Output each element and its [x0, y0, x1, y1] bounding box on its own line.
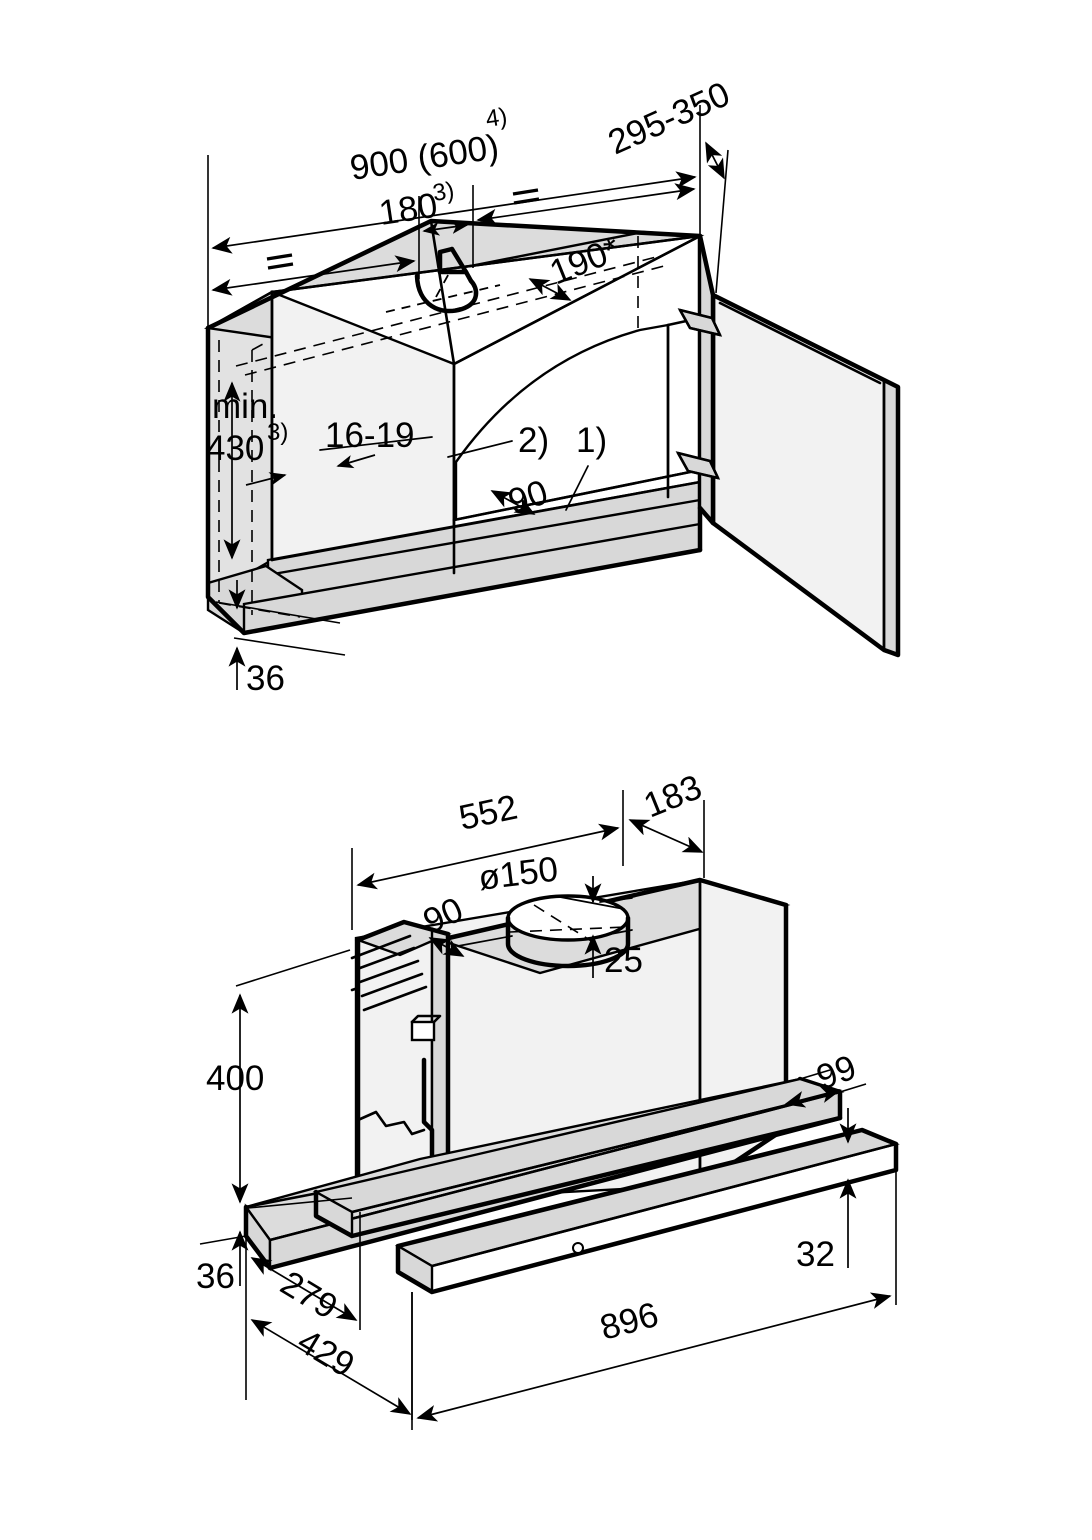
- dim-line-panel-thickness-a: [245, 472, 287, 486]
- motor-rib-1: [358, 934, 412, 957]
- cutout-centreline-horizontal: [385, 284, 501, 313]
- top-panel-hidden-line-b: [244, 264, 669, 376]
- motor-latch-top: [410, 1014, 442, 1024]
- dim-base-height: 36: [196, 1257, 235, 1296]
- dim-body-height: 400: [206, 1059, 264, 1098]
- callout-note-2: 2): [518, 421, 549, 460]
- motor-latch: [410, 1020, 436, 1042]
- motor-rib-4: [360, 972, 424, 998]
- dim-depth-range: 295-350: [602, 74, 735, 162]
- duct-spigot-body: [505, 915, 631, 969]
- dim-duct-diameter: ø150: [476, 850, 560, 898]
- equal-mark-left: [266, 253, 294, 270]
- ext-lower-36-a: [199, 1235, 247, 1245]
- dim-body-width: 552: [456, 788, 521, 838]
- cutout-centreline-vertical: [435, 267, 453, 298]
- side-panel-hidden-c: [251, 343, 264, 351]
- cabinet-door-panel: [711, 293, 886, 653]
- dim-centre-width: 180: [376, 186, 440, 233]
- cabinet-hood-top-edge: [452, 234, 702, 366]
- dim-line-side-offset: [628, 819, 704, 853]
- ext-upper-depth-right: [715, 149, 729, 294]
- lower-figure-hood: 552 183 ø150 90 25 400 36: [196, 767, 900, 1430]
- upper-figure-cabinet: 900 (600) 4) 180 3) 295-350 190: [203, 74, 901, 698]
- dim-panel-thickness: 16-19: [325, 416, 415, 455]
- dim-line-body-width: [356, 823, 620, 890]
- motor-rib-2: [358, 946, 416, 970]
- motor-lower-step: [356, 1110, 426, 1136]
- top-panel-hidden-line-a: [235, 255, 661, 367]
- ext-plinth-b: [233, 637, 346, 656]
- dim-height-min-superscript: 3): [267, 419, 288, 446]
- top-panel-cutout-arc: [414, 273, 479, 314]
- dim-leader-duct-from-edge: [457, 935, 513, 947]
- equal-mark-right: [512, 188, 540, 205]
- dim-front-depth: 279: [274, 1263, 344, 1327]
- dim-line-total-depth: [250, 1319, 412, 1415]
- callout-note-1: 1): [576, 421, 607, 460]
- door-hinge-lower-outline: [676, 451, 720, 480]
- hood-rail-lower-hole: [572, 1242, 584, 1254]
- duct-spigot-rim: [506, 894, 630, 942]
- ext-400-top: [235, 949, 351, 987]
- dim-line-equal-right: [476, 183, 696, 226]
- cabinet-outline-left: [205, 325, 703, 636]
- dim-front-panel-height: 32: [796, 1235, 835, 1274]
- dim-height-min-prefix: min.: [212, 387, 278, 426]
- dim-overall-width: 900 (600): [347, 127, 501, 188]
- cabinet-door-bevel-top: [718, 301, 882, 385]
- hood-curve-silhouette: [454, 323, 670, 523]
- dim-line-total-width: [416, 1292, 892, 1422]
- ext-25-b: [599, 929, 633, 937]
- dim-line-duct-from-edge: [428, 937, 465, 957]
- callout-leader-2: [447, 440, 513, 458]
- dim-side-offset: 183: [638, 767, 707, 825]
- dim-centre-width-superscript: 3): [431, 177, 456, 207]
- ext-99-b: [839, 1083, 867, 1093]
- dim-total-width: 896: [596, 1295, 663, 1348]
- motor-rib-notch-2: [350, 986, 360, 992]
- callout-leader-1: [565, 465, 589, 511]
- cabinet-back-bottom-edge: [270, 480, 702, 562]
- cabinet-side-top-edge: [206, 290, 274, 330]
- dim-line-front-depth: [250, 1257, 358, 1321]
- cabinet-door-stile-outline: [697, 233, 716, 526]
- ext-25-a: [599, 897, 633, 903]
- ext-99-a: [799, 1069, 831, 1080]
- dim-total-depth: 429: [291, 1321, 361, 1385]
- dim-overall-width-superscript: 4): [484, 103, 509, 133]
- hood-rail-upper-edge: [350, 1090, 842, 1214]
- hood-rail-lower-edge: [430, 1142, 898, 1268]
- dim-plinth: 36: [246, 659, 285, 698]
- dim-leader-panel-thickness: [319, 436, 433, 451]
- motor-rib-notch: [350, 953, 362, 960]
- hood-rail-upper-outline: [313, 1115, 843, 1239]
- motor-rib-3: [358, 959, 420, 984]
- dim-duct-from-back: 25: [604, 941, 643, 980]
- dim-line-centre-width: [422, 220, 469, 236]
- dim-height-min-value: 430: [206, 429, 264, 468]
- dim-line-panel-thickness-b: [336, 454, 376, 469]
- door-hinge-upper-outline: [678, 308, 722, 337]
- dim-line-duct-offset: [528, 278, 572, 301]
- ext-lower-400-a: [247, 1197, 353, 1209]
- dim-line-equal-left: [211, 255, 416, 296]
- dim-line-front-panel-depth: [784, 1086, 842, 1108]
- motor-rib-5: [362, 985, 428, 1012]
- dim-line-depth-range: [705, 141, 725, 180]
- dim-line-front-gap: [490, 490, 536, 515]
